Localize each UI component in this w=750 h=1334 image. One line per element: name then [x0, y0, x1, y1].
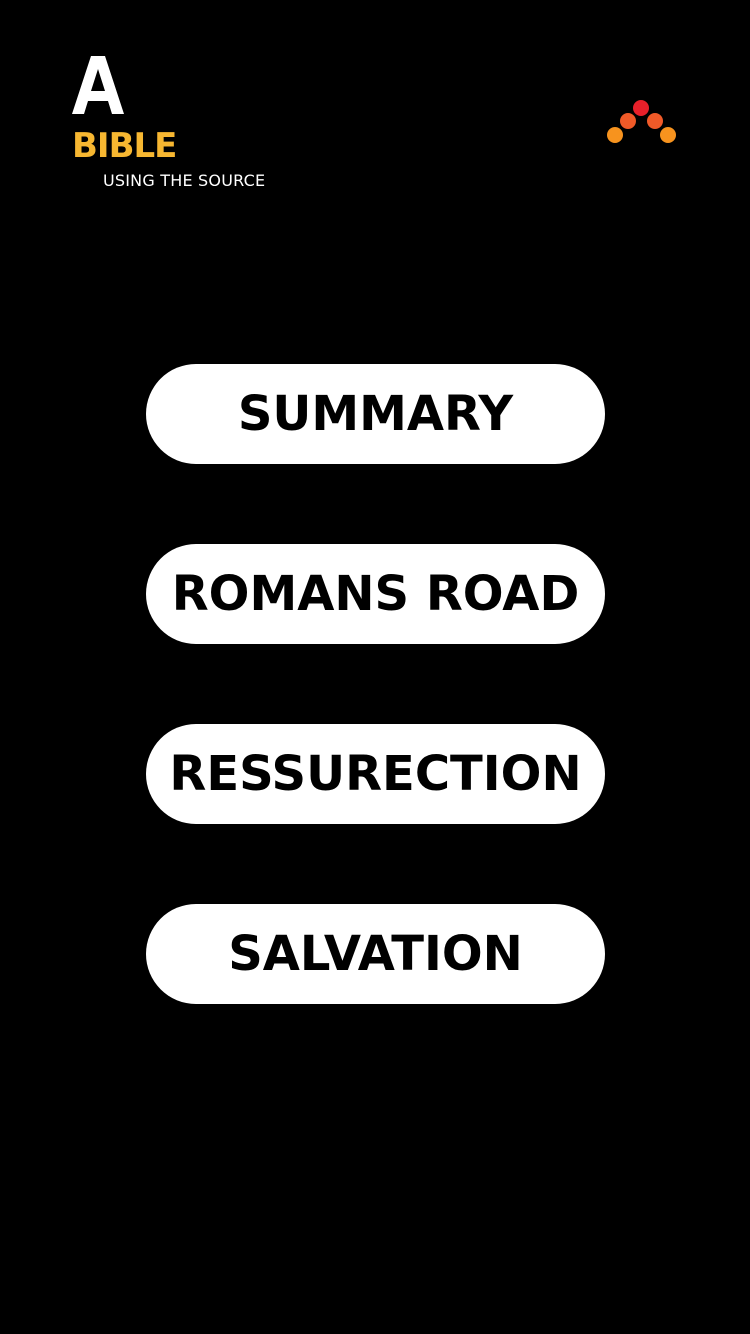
salvation-button[interactable]: SALVATION — [146, 904, 605, 1004]
romans-road-button[interactable]: ROMANS ROAD — [146, 544, 605, 644]
app-title: BIBLE — [72, 126, 177, 166]
summary-button[interactable]: SUMMARY — [146, 364, 605, 464]
logo-a-mark-icon — [72, 56, 124, 116]
loading-dots-icon — [604, 98, 680, 146]
ressurection-button[interactable]: RESSURECTION — [146, 724, 605, 824]
app-logo: BIBLE USING THE SOURCE — [72, 56, 312, 196]
main-menu: SUMMARY ROMANS ROAD RESSURECTION SALVATI… — [146, 364, 605, 1004]
app-subtitle: USING THE SOURCE — [103, 171, 266, 190]
romans-road-button-label: ROMANS ROAD — [171, 566, 580, 622]
salvation-button-label: SALVATION — [228, 926, 523, 982]
summary-button-label: SUMMARY — [237, 386, 514, 442]
ressurection-button-label: RESSURECTION — [169, 746, 582, 802]
